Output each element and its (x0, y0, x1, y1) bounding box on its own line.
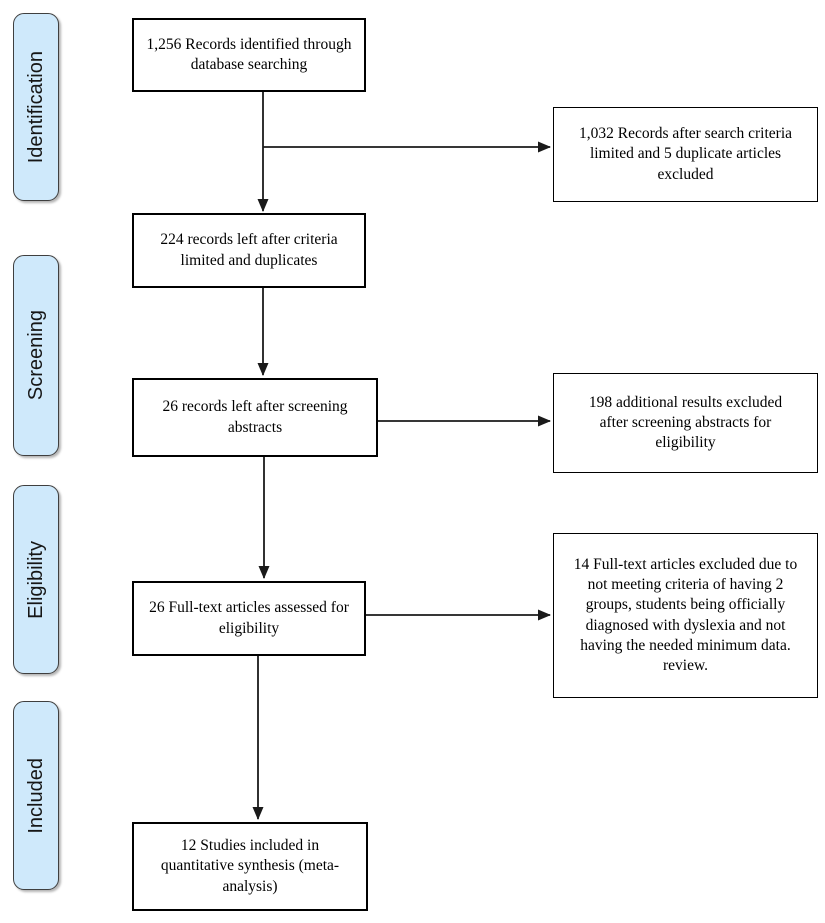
stage-screening-label: Screening (24, 310, 47, 401)
flow-box-studies-included: 12 Studies included in quantitative synt… (132, 822, 368, 911)
exclusion-box-fulltext-excluded: 14 Full-text articles excluded due to no… (553, 533, 818, 698)
stage-eligibility-label: Eligibility (24, 540, 47, 619)
flow-box-records-identified: 1,256 Records identified through databas… (132, 18, 366, 92)
stage-screening: Screening (13, 255, 59, 456)
stage-eligibility: Eligibility (13, 485, 59, 674)
flow-box-records-after-screening: 26 records left after screening abstract… (132, 378, 378, 457)
stage-included: Included (13, 701, 59, 890)
exclusion-box-search-criteria: 1,032 Records after search criteria limi… (553, 107, 818, 202)
flow-box-fulltext-assessed: 26 Full-text articles assessed for eligi… (132, 581, 366, 656)
stage-identification: Identification (13, 13, 59, 201)
flow-box-records-after-criteria: 224 records left after criteria limited … (132, 213, 366, 288)
stage-included-label: Included (24, 757, 47, 834)
exclusion-box-abstract-screening: 198 additional results excluded after sc… (553, 373, 818, 473)
stage-identification-label: Identification (24, 50, 47, 164)
